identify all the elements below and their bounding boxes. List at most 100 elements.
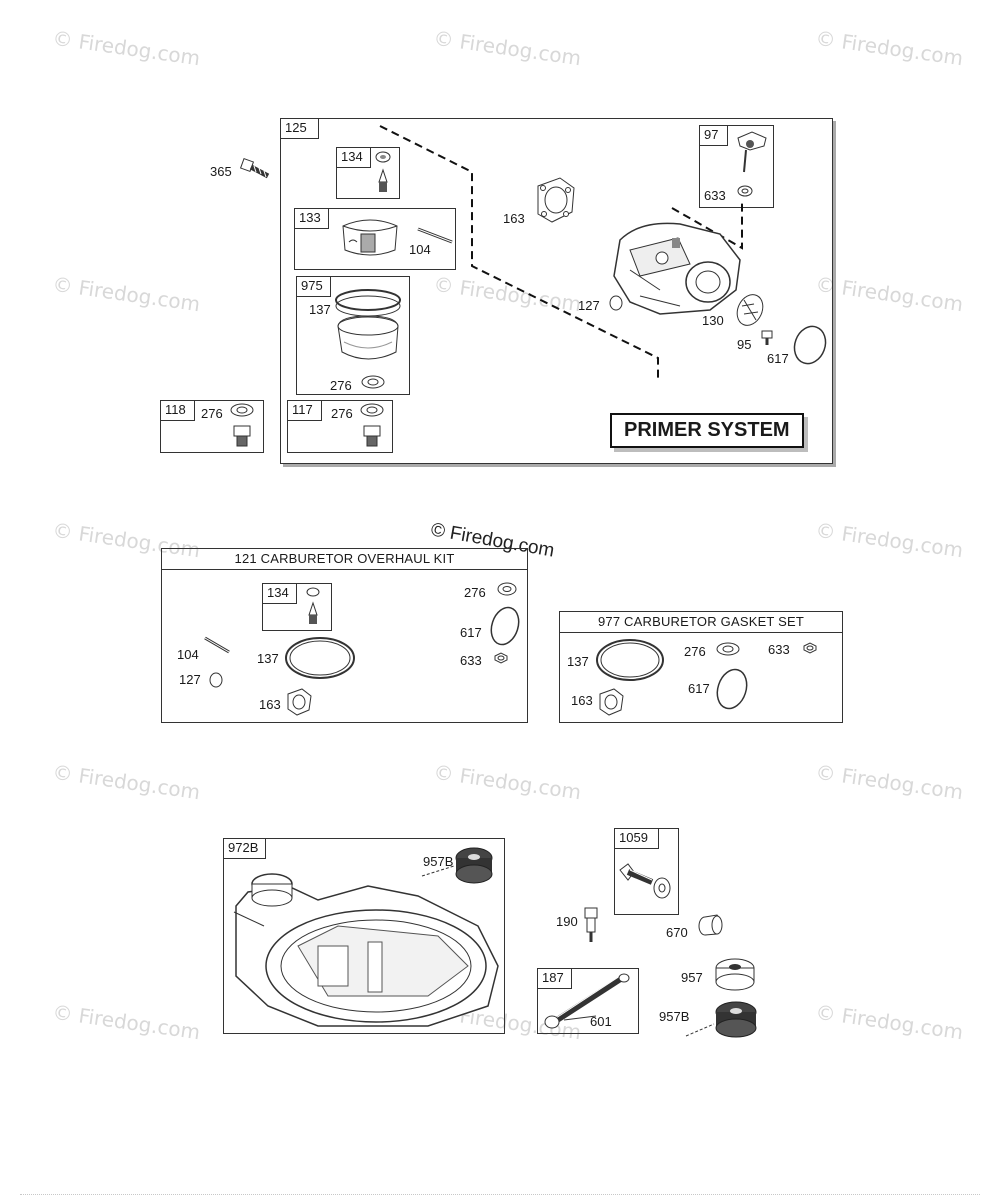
ref-365-label: 365 — [210, 164, 232, 179]
bowl-nut-117-icon — [360, 403, 384, 447]
watermark: © Firedog.com — [51, 25, 202, 71]
overhaul-kit-panel: 121 CARBURETOR OVERHAUL KIT — [161, 548, 528, 723]
tube-kit-187-box — [537, 968, 639, 1034]
float-bowl-icon — [335, 289, 401, 360]
watermark: © Firedog.com — [432, 759, 583, 805]
float-pin-icon — [417, 227, 453, 244]
ref-187: 187 — [538, 969, 572, 989]
overhaul-seal-633-icon — [494, 652, 508, 664]
overhaul-ref-127-label: 127 — [179, 672, 201, 687]
watermark: © Firedog.com — [51, 759, 202, 805]
gasket-washer-276-icon — [716, 642, 740, 656]
page-footer-rule — [20, 1194, 980, 1198]
ref-633-label: 633 — [704, 188, 726, 203]
screw-95-icon — [761, 330, 773, 345]
overhaul-134-box — [262, 583, 332, 631]
bowl-washer-icon — [361, 375, 385, 389]
overhaul-pin-104-icon — [204, 636, 230, 654]
kit-975-box — [296, 276, 410, 395]
ref-190-label: 190 — [556, 914, 578, 929]
ref-601-label: 601 — [590, 1014, 612, 1029]
spacer-670-icon — [698, 914, 723, 936]
ref-617-label: 617 — [767, 351, 789, 366]
overhaul-ref-163-label: 163 — [259, 697, 281, 712]
ref-127-label: 127 — [578, 298, 600, 313]
ref-97: 97 — [700, 126, 728, 146]
ref-163-label: 163 — [503, 211, 525, 226]
oring-617-icon — [793, 325, 827, 365]
overhaul-washer-276-icon — [497, 582, 517, 596]
gasket-ref-617-label: 617 — [688, 681, 710, 696]
bowl-nut-118-icon — [230, 403, 254, 447]
plug-127-icon — [609, 295, 623, 311]
ref-975: 975 — [297, 277, 331, 297]
bolt-365-icon — [239, 157, 270, 179]
overhaul-bowl-gasket-137-icon — [285, 637, 355, 679]
ref-118: 118 — [161, 401, 195, 421]
kit-97-box — [699, 125, 774, 208]
bolt-kit-1059-box — [614, 828, 679, 915]
gasket-seal-633-icon — [803, 642, 817, 654]
fitting-190-icon — [584, 907, 598, 942]
watermark: © Firedog.com — [814, 25, 965, 71]
overhaul-gasket-163-icon — [287, 688, 312, 716]
gasket-set-panel: 977 CARBURETOR GASKET SET — [559, 611, 843, 723]
throttle-plate-icon — [736, 294, 764, 326]
choke-shaft-icon — [737, 131, 767, 173]
watermark: © Firedog.com — [814, 271, 965, 317]
ref-957-label: 957 — [681, 970, 703, 985]
ref-134: 134 — [337, 148, 371, 168]
kit-118-box — [160, 400, 264, 453]
fuel-tank-box — [223, 838, 505, 1034]
overhaul-ref-137-label: 137 — [257, 651, 279, 666]
overhaul-ref-633-label: 633 — [460, 653, 482, 668]
overhaul-ref-134: 134 — [263, 584, 297, 604]
watermark: © Firedog.com — [814, 999, 965, 1045]
gasket-set-title: 977 CARBURETOR GASKET SET — [560, 612, 842, 633]
inlet-needle-icon — [375, 151, 391, 192]
ref-957b-a-label: 957B — [423, 854, 454, 869]
overhaul-inlet-needle-icon — [306, 587, 320, 624]
kit-133-box — [294, 208, 456, 270]
ref-95-label: 95 — [737, 337, 752, 352]
gasket-ref-163-label: 163 — [571, 693, 593, 708]
primer-system-label: PRIMER SYSTEM — [610, 413, 804, 448]
ref-117: 117 — [288, 401, 322, 421]
ref-137-label: 137 — [309, 302, 331, 317]
watermark: © Firedog.com — [814, 759, 965, 805]
gasket-ref-633-label: 633 — [768, 642, 790, 657]
fuel-cap-957b-a-icon — [421, 847, 493, 884]
carburetor-body-icon — [613, 222, 741, 315]
gasket-oring-617-icon — [716, 668, 748, 710]
overhaul-plug-127-icon — [209, 672, 223, 688]
ref-276-118-label: 276 — [201, 406, 223, 421]
watermark: © Firedog.com — [51, 271, 202, 317]
ref-133: 133 — [295, 209, 329, 229]
ref-276-label: 276 — [330, 378, 352, 393]
gasket-bowl-137-icon — [596, 639, 664, 681]
ref-104-label: 104 — [409, 242, 431, 257]
kit-134-box — [336, 147, 400, 199]
float-icon — [342, 219, 398, 256]
overhaul-ref-276-label: 276 — [464, 585, 486, 600]
gasket-ref-137-label: 137 — [567, 654, 589, 669]
ref-276-117-label: 276 — [331, 406, 353, 421]
watermark: © Firedog.com — [51, 999, 202, 1045]
ref-125: 125 — [281, 119, 319, 139]
fuel-tank-icon — [233, 873, 499, 1027]
gasket-163-icon — [599, 688, 624, 716]
carburetor-assembly-frame — [280, 118, 833, 464]
overhaul-ref-617-label: 617 — [460, 625, 482, 640]
mounting-gasket-icon — [537, 177, 575, 223]
choke-seal-icon — [737, 185, 753, 197]
watermark: © Firedog.com — [814, 517, 965, 563]
ref-1059: 1059 — [615, 829, 659, 849]
ref-130-label: 130 — [702, 313, 724, 328]
ref-957b-b-label: 957B — [659, 1009, 690, 1024]
overhaul-oring-617-icon — [490, 606, 520, 646]
ref-972b: 972B — [224, 839, 266, 859]
fill-tube-187-icon — [544, 973, 630, 1029]
ref-670-label: 670 — [666, 925, 688, 940]
watermark: © Firedog.com — [432, 25, 583, 71]
fuel-cap-957-icon — [715, 958, 755, 991]
